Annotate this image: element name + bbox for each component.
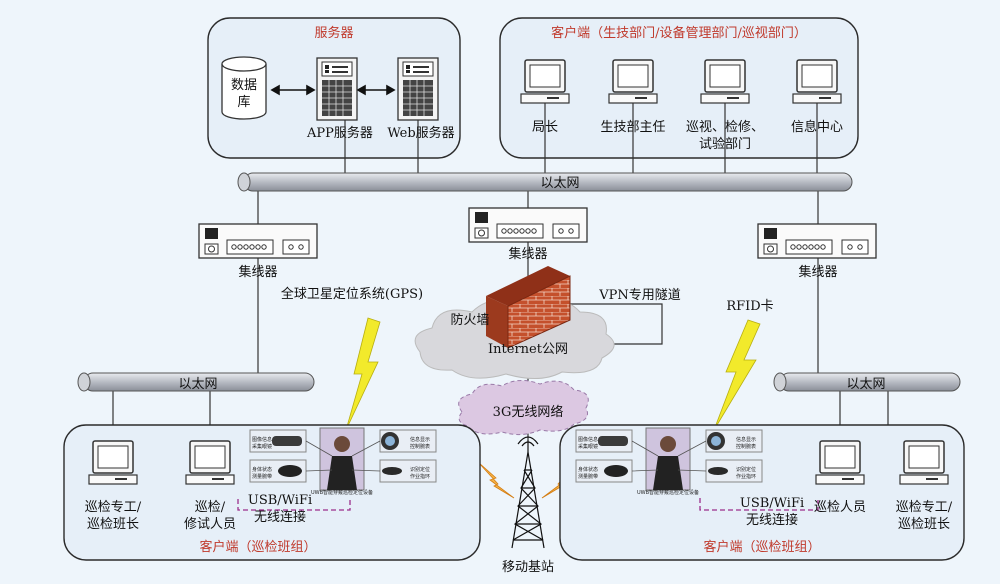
server-panel-title: 服务器: [314, 25, 353, 41]
device-tag: 识别定位: [410, 466, 430, 473]
database-icon: [221, 56, 267, 120]
left-pc1-label: 巡检专工/: [85, 500, 142, 515]
left-link-label: 无线连接: [254, 509, 306, 525]
3g-network-cloud: [458, 380, 589, 436]
firewall-icon: [486, 266, 571, 349]
device-tag: 身体状态: [252, 466, 272, 473]
device-tag: 采集眼镜: [578, 443, 598, 450]
right-pc2-label: 巡检班长: [898, 517, 950, 532]
hub-center-label: 集线器: [508, 246, 547, 262]
device-tag: 测量腕带: [578, 473, 598, 480]
left-group-title: 客户端（巡检班组）: [199, 539, 316, 555]
computer-icon: [815, 440, 865, 485]
device-tag: 图像信息: [578, 436, 598, 443]
device-tag: 身体状态: [578, 466, 598, 473]
device-tag: 识别定位: [736, 466, 756, 473]
ethernet-bus-left: [77, 372, 315, 392]
right-pc2-label: 巡检专工/: [896, 500, 953, 515]
ethernet-top-label: 以太网: [540, 176, 579, 191]
device-tag: 信息显示: [410, 436, 430, 443]
wearable-device-cluster: 图像信息 采集眼镜 身体状态 测量腕带 信息显示 控制腕表 识别定位 作业指环 …: [575, 427, 763, 496]
hub-icon: [198, 223, 318, 259]
vpn-label: VPN专用隧道: [598, 287, 681, 303]
left-pc2-label: 巡检/: [195, 500, 226, 515]
computer-icon: [88, 440, 138, 485]
database-label-2: 库: [237, 94, 250, 110]
left-pc1-label: 巡检班长: [87, 517, 139, 532]
device-tag: 控制腕表: [410, 443, 430, 450]
hub-right-label: 集线器: [798, 264, 837, 280]
computer-icon: [899, 440, 949, 485]
ethernet-left-label: 以太网: [178, 377, 217, 392]
gps-label: 全球卫星定位系统(GPS): [281, 286, 423, 302]
web-server-icon: [397, 57, 439, 121]
double-arrow-icon: [270, 84, 396, 96]
base-station-label: 移动基站: [502, 560, 554, 575]
device-tag: 测量腕带: [252, 473, 272, 480]
computer-icon: [520, 59, 570, 104]
wearable-device-cluster: 图像信息 采集眼镜 身体状态 测量腕带 信息显示 控制腕表 识别定位 作业指环 …: [249, 427, 437, 496]
device-tag: 图像信息: [252, 436, 272, 443]
lightning-icon: [713, 319, 761, 431]
device-caption: UWB智能穿戴巡检定位设备: [637, 489, 699, 496]
left-link-label: USB/WiFi: [248, 493, 312, 508]
firewall-label: 防火墙: [450, 312, 489, 328]
client-group-left-panel: [63, 424, 481, 561]
right-pc1-label: 巡检人员: [814, 500, 866, 515]
right-link-label: 无线连接: [746, 512, 798, 528]
computer-icon: [700, 59, 750, 104]
computer-icon: [792, 59, 842, 104]
connection-lines: [112, 103, 889, 441]
ethernet-right-label: 以太网: [846, 377, 885, 392]
device-tag: 信息显示: [736, 436, 756, 443]
left-pc2-label: 修试人员: [184, 517, 236, 532]
left-dashed-link: [237, 498, 351, 511]
lightning-icon: [345, 317, 381, 431]
device-tag: 采集眼镜: [252, 443, 272, 450]
hub-left-label: 集线器: [238, 264, 277, 280]
client-panel-title: 客户端（生技部门/设备管理部门/巡视部门）: [551, 25, 807, 41]
device-tag: 作业指环: [736, 473, 756, 480]
device-tag: 作业指环: [410, 473, 430, 480]
right-group-title: 客户端（巡检班组）: [703, 539, 820, 555]
client-panel: [499, 17, 859, 159]
rfid-label: RFID卡: [726, 299, 773, 314]
hub-icon: [468, 207, 588, 243]
ethernet-bus-top: [237, 172, 853, 192]
base-station-tower-icon: [511, 436, 545, 549]
device-caption: UWB智能穿戴巡检定位设备: [311, 489, 373, 496]
device-tag: 控制腕表: [736, 443, 756, 450]
computer-icon: [608, 59, 658, 104]
right-link-label: USB/WiFi: [740, 496, 804, 511]
internet-label: Internet公网: [488, 342, 568, 357]
hub-icon: [757, 223, 877, 259]
app-server-icon: [316, 57, 358, 121]
computer-icon: [185, 440, 235, 485]
app-server-label: APP服务器: [306, 125, 373, 141]
3g-network-label: 3G无线网络: [493, 404, 564, 420]
web-server-label: Web服务器: [387, 125, 454, 141]
ethernet-bus-right: [773, 372, 961, 392]
database-label-1: 数据: [231, 78, 257, 93]
